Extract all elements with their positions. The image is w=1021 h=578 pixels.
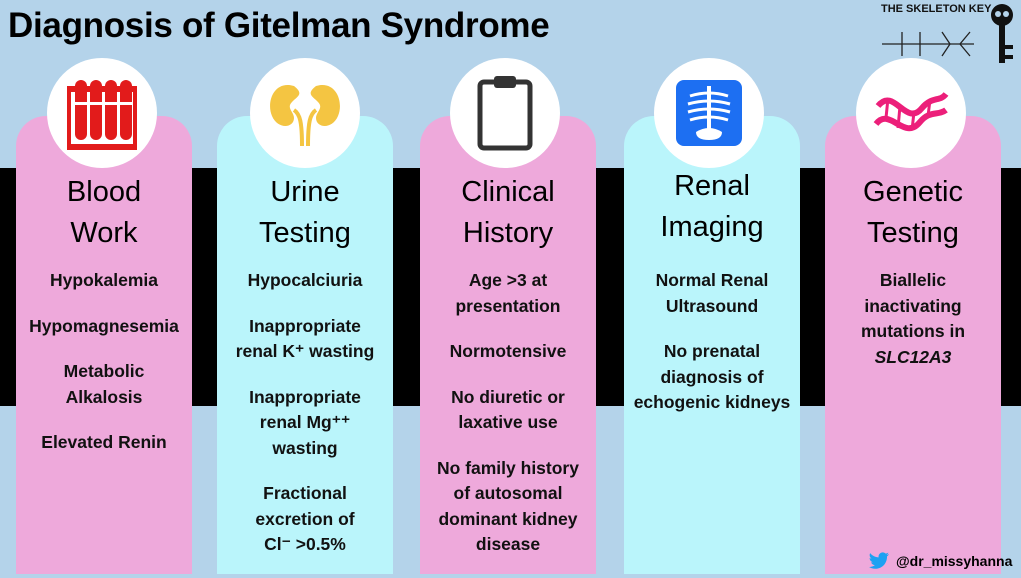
page-title: Diagnosis of Gitelman Syndrome xyxy=(8,6,550,45)
list-item: Hypomagnesemia xyxy=(29,315,179,336)
card-heading: Blood Work xyxy=(66,176,142,249)
handle-text: @dr_missyhanna xyxy=(896,553,1013,569)
list-item: No family history of autosomal dominant … xyxy=(437,457,579,555)
card-heading: Clinical History xyxy=(461,176,555,249)
card-heading: Genetic Testing xyxy=(863,176,963,249)
gene-name: SLC12A3 xyxy=(874,346,952,367)
list-item: Normotensive xyxy=(449,341,567,361)
card-genetic-testing: Genetic Testing Biallelic inactivating m… xyxy=(825,116,1001,574)
skeleton-key-logo-icon xyxy=(882,31,974,57)
list-item: Inappropriate renal K⁺ wasting xyxy=(235,315,375,362)
list-item: No diuretic or laxative use xyxy=(451,386,565,433)
list-item: Age >3 at presentation xyxy=(455,270,561,316)
card-items: Biallelic inactivating mutations in SLC1… xyxy=(829,268,997,390)
list-item: Hypokalemia xyxy=(50,270,158,290)
card-heading: Renal Imaging xyxy=(660,170,764,243)
list-item: Metabolic Alkalosis xyxy=(63,361,145,407)
card-renal-imaging: Renal Imaging Normal Renal Ultrasound No… xyxy=(624,116,800,574)
list-item: Biallelic inactivating mutations in xyxy=(860,270,966,341)
list-item: Normal Renal Ultrasound xyxy=(655,270,769,316)
test-tubes-icon xyxy=(47,58,157,168)
twitter-bird-icon xyxy=(868,552,890,569)
card-items: Hypocalciuria Inappropriate renal K⁺ was… xyxy=(221,268,389,578)
clipboard-icon xyxy=(450,58,560,168)
skull-key-icon xyxy=(991,4,1013,63)
list-item: Hypocalciuria xyxy=(247,270,363,290)
card-items: Normal Renal Ultrasound No prenatal diag… xyxy=(628,268,796,436)
xray-icon xyxy=(654,58,764,168)
card-clinical-history: Clinical History Age >3 at presentation … xyxy=(420,116,596,574)
list-item: Inappropriate renal Mg⁺⁺ wasting xyxy=(249,386,361,458)
list-item: No prenatal diagnosis of echogenic kidne… xyxy=(633,341,791,412)
card-heading: Urine Testing xyxy=(259,176,351,249)
card-items: Age >3 at presentation Normotensive No d… xyxy=(424,268,592,578)
twitter-handle[interactable]: @dr_missyhanna xyxy=(868,552,1012,570)
card-blood-work: Blood Work Hypokalemia Hypomagnesemia Me… xyxy=(16,116,192,574)
card-urine-testing: Urine Testing Hypocalciuria Inappropriat… xyxy=(217,116,393,574)
list-item: Elevated Renin xyxy=(41,432,167,452)
list-item: Fractional excretion of Cl⁻ >0.5% xyxy=(255,483,355,554)
card-items: Hypokalemia Hypomagnesemia Metabolic Alk… xyxy=(20,268,188,476)
brand-name: THE SKELETON KEY xyxy=(881,3,992,15)
dna-icon xyxy=(856,58,966,168)
kidneys-icon xyxy=(250,58,360,168)
